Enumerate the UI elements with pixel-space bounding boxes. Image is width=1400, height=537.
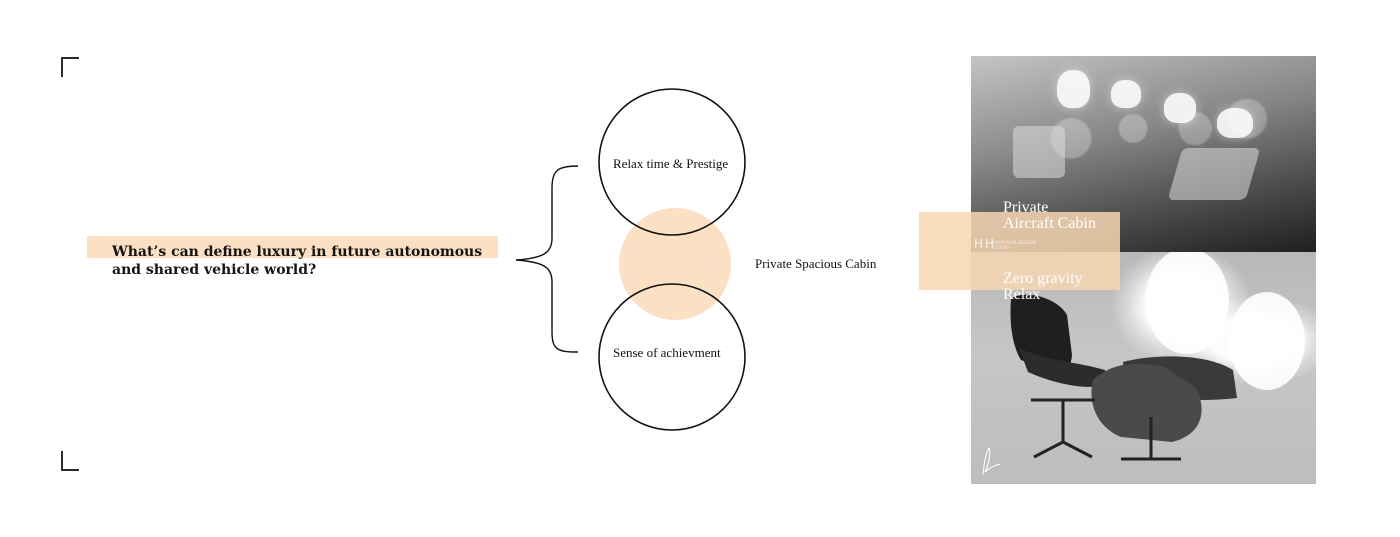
- question-highlight: [87, 236, 498, 258]
- zero-gravity-caption-line-1: Zero gravity: [1003, 270, 1083, 287]
- private-cabin-label: Private Spacious Cabin: [755, 256, 877, 271]
- bubble-bottom-label: Sense of achievment: [613, 345, 721, 360]
- lounge-chair-drawing: [1010, 252, 1305, 461]
- bubble-top-label: Relax time & Prestige: [613, 156, 729, 171]
- aircraft-cabin-caption: Private Aircraft Cabin: [1003, 200, 1096, 232]
- aircraft-cabin-caption-line-1: Private: [1003, 199, 1049, 216]
- cabin-window: [1164, 93, 1196, 123]
- question-line-1: What’s can define luxury in future auton…: [112, 244, 483, 260]
- accent-block: [919, 212, 1120, 290]
- cabin-sofa: [1167, 148, 1261, 200]
- aircraft-cabin-caption-line-2: Aircraft Cabin: [1003, 215, 1096, 232]
- corner-bracket-top: [61, 57, 79, 77]
- zero-gravity-caption-line-2: Relax: [1003, 286, 1041, 303]
- zero-gravity-caption: Zero gravity Relax: [1003, 271, 1083, 303]
- cabin-window: [1217, 108, 1253, 138]
- studio-logo-text: HARRISON DESIGN STUDIO: [992, 240, 1036, 250]
- corner-bracket-bottom: [61, 451, 79, 471]
- venn-overlap-fill: [619, 208, 731, 320]
- cabin-window: [1111, 80, 1141, 108]
- cabin-window: [1057, 70, 1090, 108]
- aircraft-cabin-photo: [971, 56, 1316, 252]
- curly-brace: [515, 165, 579, 353]
- studio-logo: HH: [974, 237, 997, 251]
- signature-icon: [982, 446, 1001, 475]
- cabin-seat: [1013, 126, 1065, 178]
- question-text: What’s can define luxury in future auton…: [112, 243, 512, 279]
- lounge-chair-photo: [971, 252, 1316, 484]
- question-line-2: and shared vehicle world?: [112, 262, 317, 278]
